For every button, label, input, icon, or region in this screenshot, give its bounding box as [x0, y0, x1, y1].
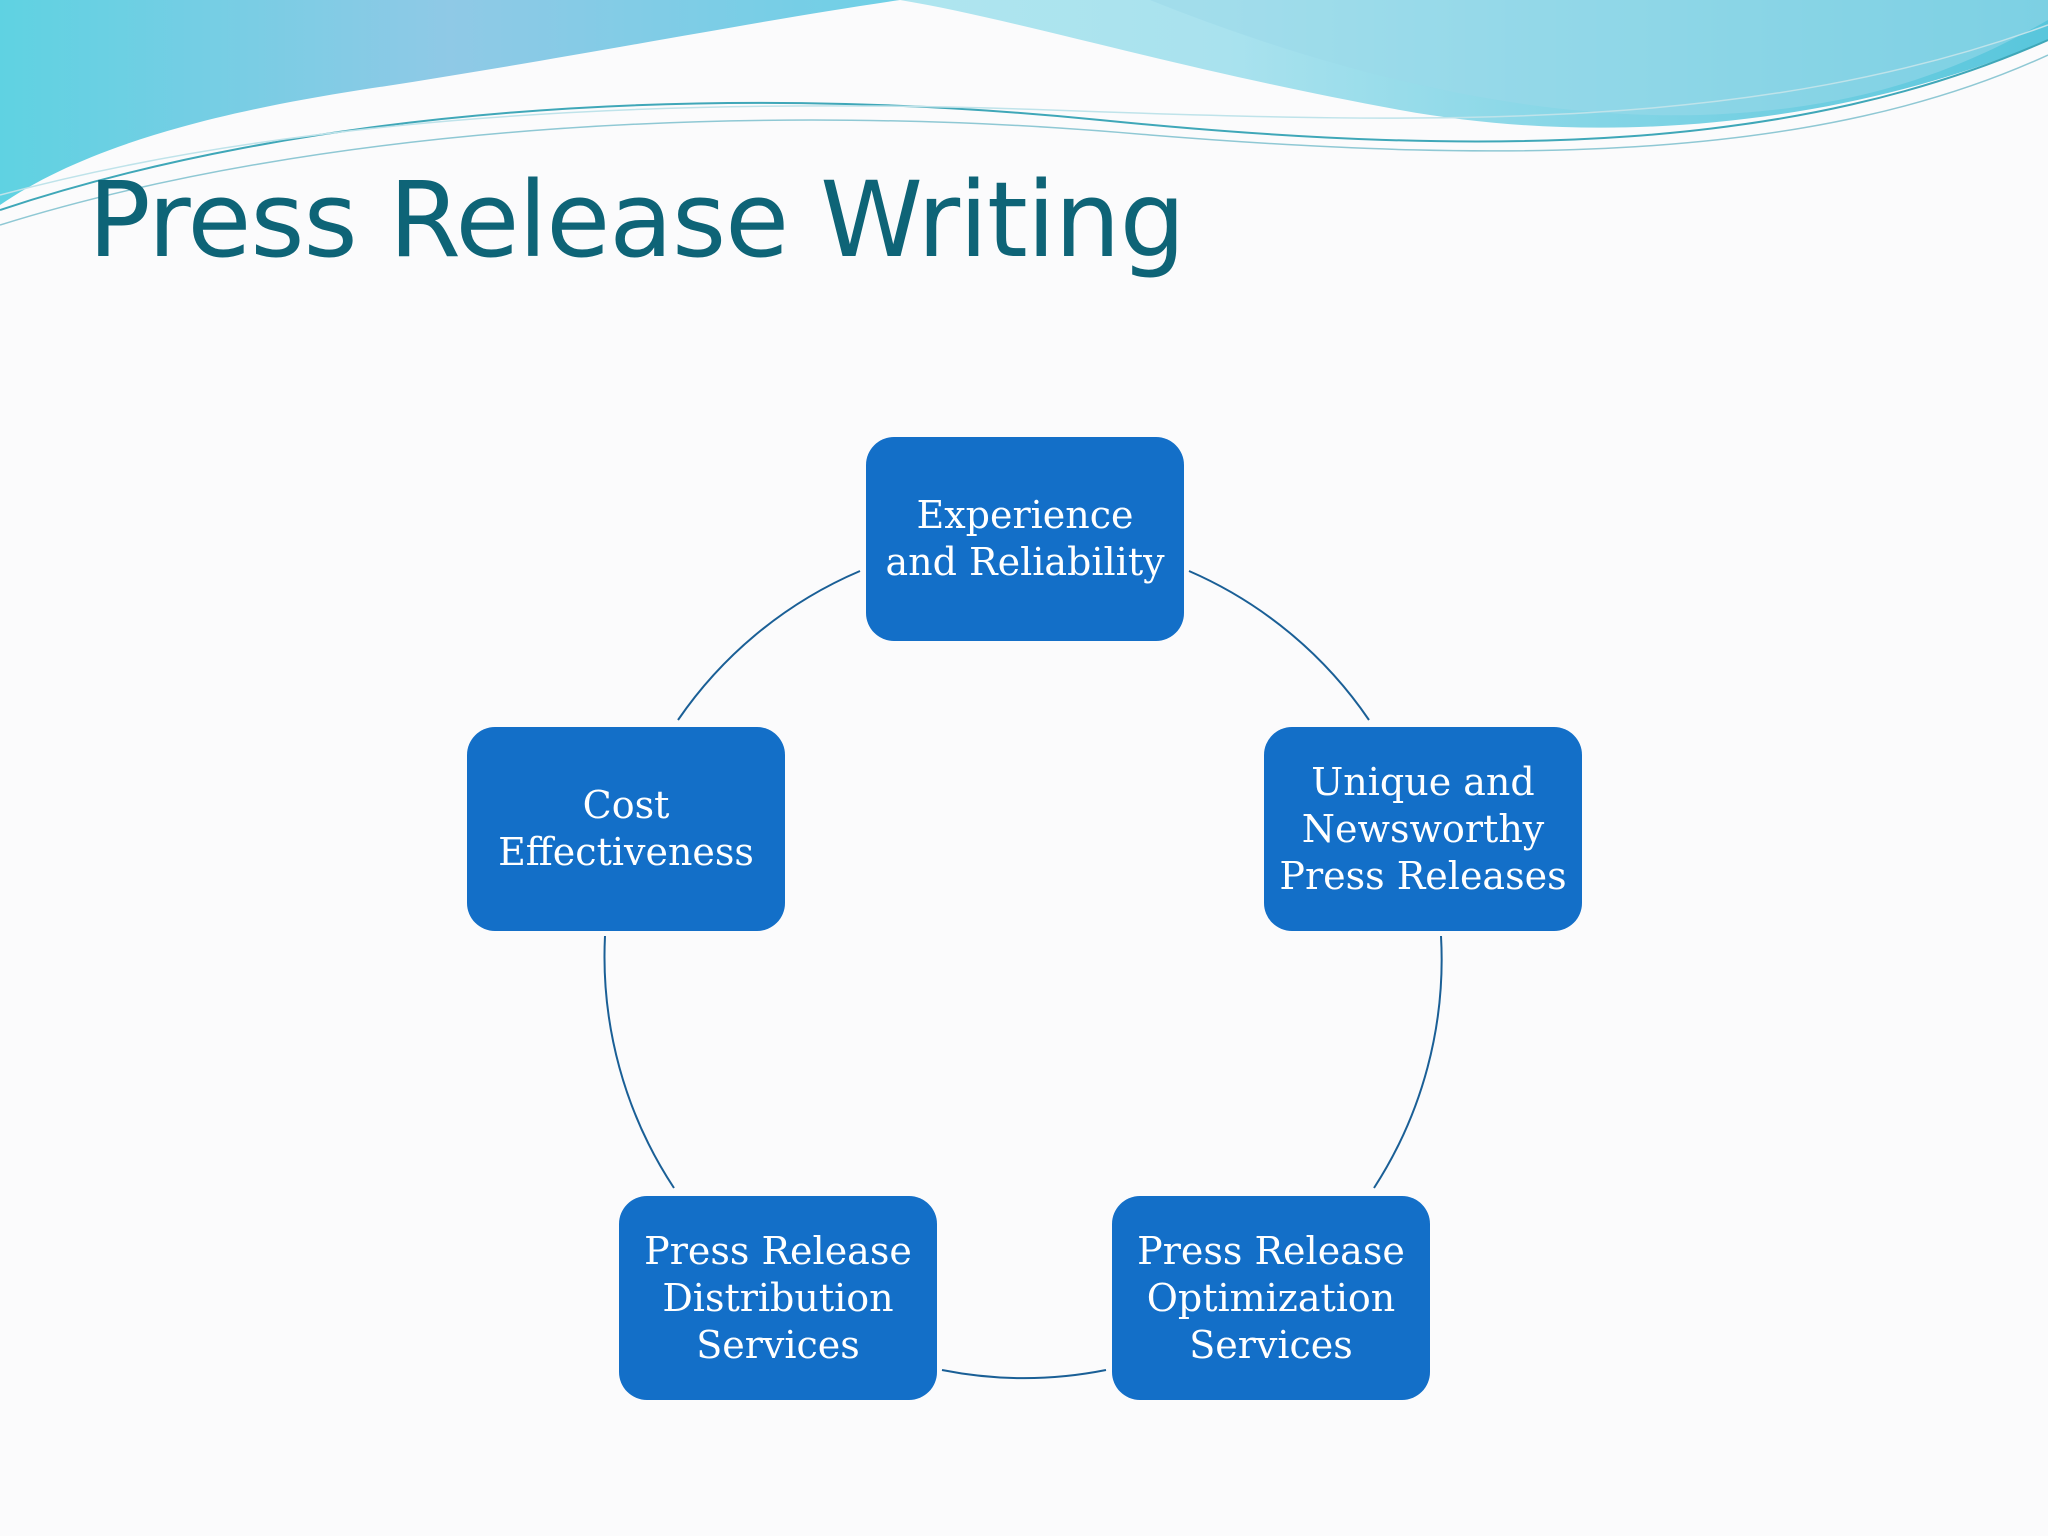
- wave-line-3: [0, 24, 2048, 196]
- wave-line-2: [0, 54, 2048, 226]
- cycle-node-distribution-services: Press Release Distribution Services: [619, 1196, 937, 1400]
- cycle-node-label: Cost Effectiveness: [498, 783, 754, 874]
- connector-arc-2-3: [1373, 935, 1443, 1189]
- slide-title: Press Release Writing: [88, 159, 1186, 281]
- connector-arc-1-2: [1188, 570, 1370, 721]
- cycle-node-label: Press Release Optimization Services: [1137, 1228, 1405, 1367]
- cycle-node-cost-effectiveness: Cost Effectiveness: [467, 727, 785, 931]
- connector-arc-3-4: [941, 1369, 1107, 1380]
- connector-arc-4-5: [603, 935, 675, 1189]
- cycle-node-label: Unique and Newsworthy Press Releases: [1279, 759, 1567, 898]
- cycle-node-label: Press Release Distribution Services: [644, 1228, 912, 1367]
- cycle-node-unique-newsworthy: Unique and Newsworthy Press Releases: [1264, 727, 1582, 931]
- wave-band-right: [1150, 0, 2048, 116]
- cycle-node-experience-reliability: Experience and Reliability: [866, 437, 1184, 641]
- wave-line-1: [0, 39, 2048, 211]
- header-wave-decoration: [0, 0, 2048, 226]
- cycle-node-label: Experience and Reliability: [885, 493, 1165, 584]
- cycle-node-optimization-services: Press Release Optimization Services: [1112, 1196, 1430, 1400]
- connector-arc-5-1: [677, 570, 861, 721]
- wave-band-left: [0, 0, 900, 205]
